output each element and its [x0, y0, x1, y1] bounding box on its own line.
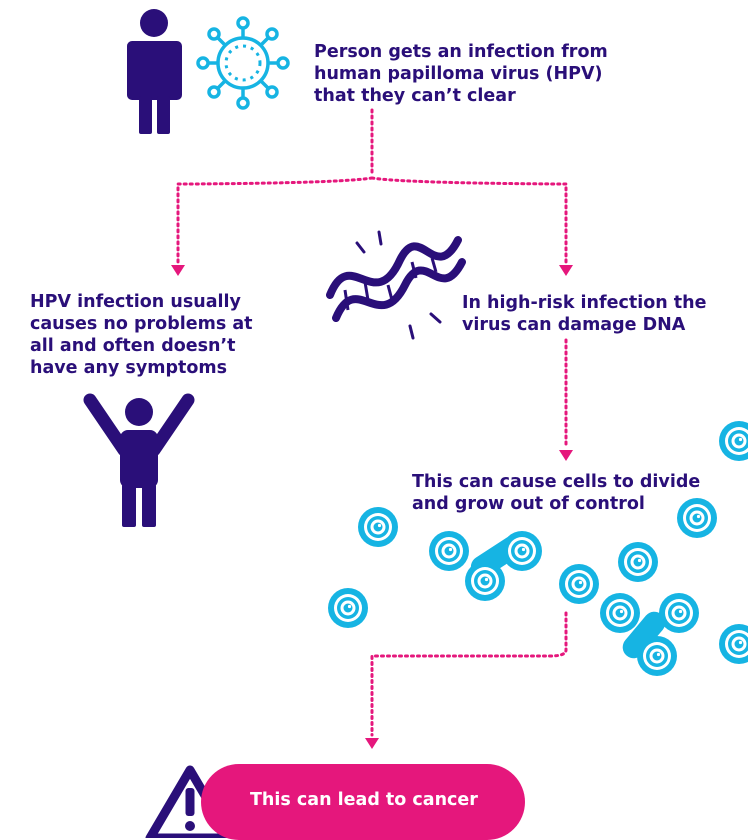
infection-step-text: Person gets an infection from human papi…	[314, 41, 608, 107]
cells-cluster	[328, 421, 748, 676]
no-problems-line-3: all and often doesn’t	[30, 336, 236, 356]
cell-icon	[429, 531, 469, 571]
cell-icon	[719, 624, 748, 664]
cell-growth-line-2: and grow out of control	[412, 494, 645, 514]
cell-icon	[637, 636, 677, 676]
cell-growth-step-text: This can cause cells to divide and grow …	[412, 471, 700, 515]
no-problems-step-text: HPV infection usually causes no problems…	[30, 291, 253, 379]
person-standing-icon	[127, 9, 182, 134]
arrowheads	[171, 265, 573, 749]
no-problems-line-4: have any symptoms	[30, 358, 228, 378]
infection-line-3: that they can’t clear	[314, 86, 516, 106]
arrow-path-cells-to-cancer	[370, 611, 568, 737]
arrow-path-right	[370, 176, 568, 264]
cell-growth-line-1: This can cause cells to divide	[412, 472, 701, 492]
arrow-path-left	[176, 176, 374, 264]
dna-damage-step-text: In high-risk infection the virus can dam…	[462, 292, 707, 336]
cell-icon	[600, 593, 640, 633]
cell-icon	[659, 593, 699, 633]
person-arms-raised-icon	[83, 393, 195, 527]
cancer-outcome-pill	[201, 764, 525, 840]
cell-icon	[719, 421, 748, 461]
dna-icon	[326, 230, 466, 340]
flow-arrows	[176, 108, 568, 737]
cell-icon	[358, 507, 398, 547]
dna-damage-line-1: In high-risk infection the	[462, 293, 707, 313]
virus-icon	[196, 16, 290, 110]
cancer-outcome-label: This can lead to cancer	[250, 790, 478, 810]
infection-line-2: human papilloma virus (HPV)	[314, 64, 603, 84]
cell-icon	[328, 588, 368, 628]
dna-damage-line-2: virus can damage DNA	[462, 315, 686, 335]
cell-icon	[502, 531, 542, 571]
cell-icon	[618, 542, 658, 582]
no-problems-line-2: causes no problems at	[30, 314, 253, 334]
cell-icon	[559, 564, 599, 604]
infection-line-1: Person gets an infection from	[314, 42, 608, 62]
no-problems-line-1: HPV infection usually	[30, 292, 241, 312]
cell-icon	[465, 561, 505, 601]
